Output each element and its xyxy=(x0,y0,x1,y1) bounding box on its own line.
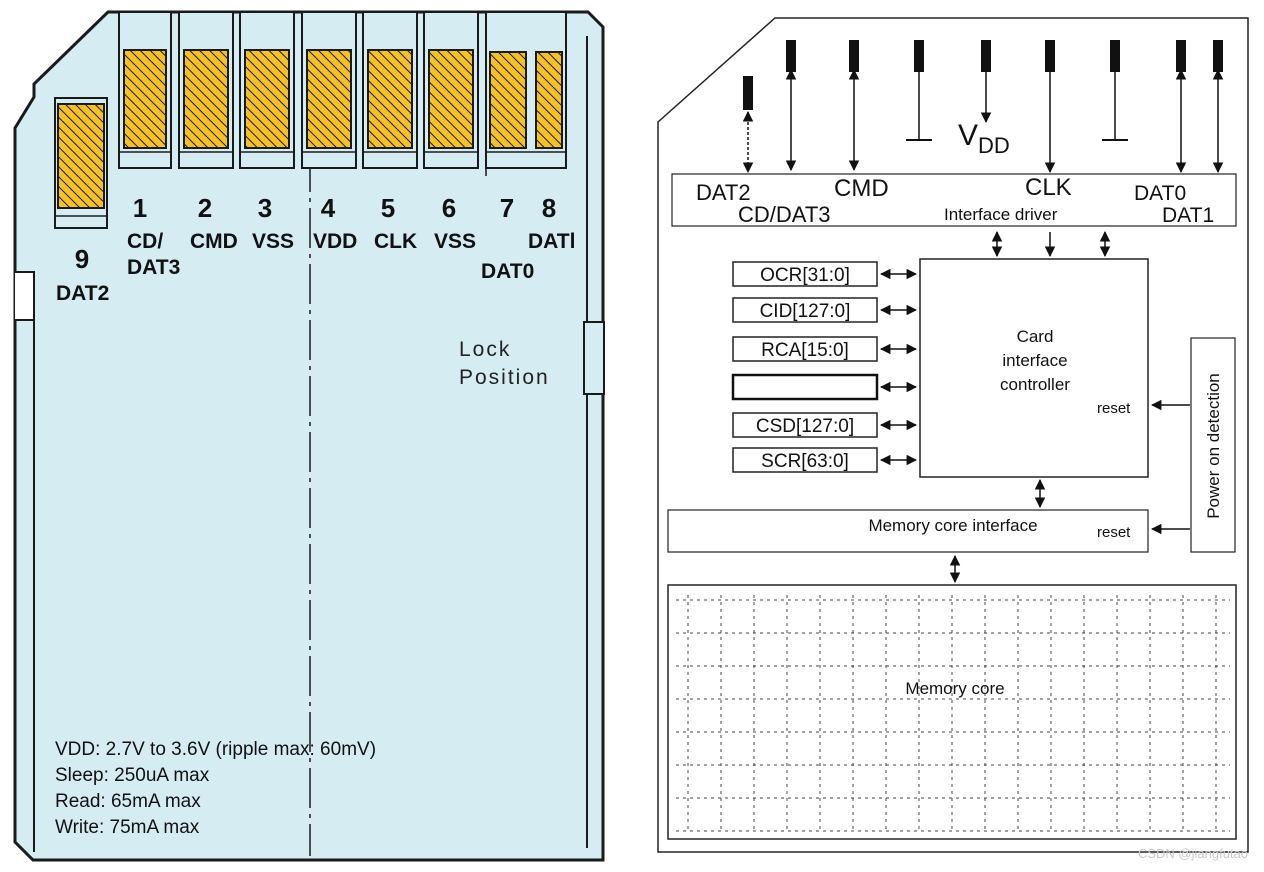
sd-card-outline xyxy=(13,10,605,862)
pin-stub-dat1 xyxy=(1213,40,1223,72)
register-scr: SCR[63:0] xyxy=(761,451,849,472)
pin-stub-vss-1 xyxy=(914,40,924,72)
card-interface-controller-box xyxy=(919,258,1149,478)
pin-stub-cd-dat3 xyxy=(786,40,796,72)
pin-stub-clk xyxy=(1045,40,1055,72)
register-rca: RCA[15:0] xyxy=(761,340,849,361)
controller-label-line3: controller xyxy=(1000,375,1070,394)
pin-stub-vss-2 xyxy=(1110,40,1120,72)
contact-2 xyxy=(178,11,234,169)
lock-position-label: Lock Position xyxy=(459,338,550,389)
register-ocr-box xyxy=(732,261,878,287)
top-pins xyxy=(742,40,1224,174)
register-arrows xyxy=(879,268,918,466)
pin-name-dat3: DAT3 xyxy=(127,256,180,279)
pin-name-dat2: DAT2 xyxy=(56,282,109,305)
spec-write: Write: 75mA max xyxy=(55,817,200,838)
contact-1 xyxy=(118,11,172,169)
register-csd-box xyxy=(732,412,878,438)
memory-interface-reset-label: reset xyxy=(1097,524,1131,541)
pin-name-dat1: DATl xyxy=(528,230,575,253)
pin-number-8: 8 xyxy=(542,193,556,223)
signal-label-cd-dat3: CD/DAT3 xyxy=(738,202,831,227)
controller-label-line2: interface xyxy=(1002,351,1067,370)
controller-label-line1: Card xyxy=(1017,327,1054,346)
contact-6 xyxy=(423,11,479,169)
driver-controller-arrows xyxy=(991,230,1111,258)
vdd-label: VDD xyxy=(958,119,1010,158)
memory-core-grid xyxy=(676,595,1230,832)
pin-numbers: 1 2 3 4 5 6 7 8 9 xyxy=(75,193,556,274)
pin-number-2: 2 xyxy=(198,193,212,223)
pin-names: CD/ DAT3 CMD VSS VDD CLK VSS DAT0 DATl D… xyxy=(56,230,575,305)
register-cid: CID[127:0] xyxy=(760,301,851,322)
interface-driver-box xyxy=(671,173,1237,227)
pin-number-5: 5 xyxy=(381,193,395,223)
pin-name-vss-2: VSS xyxy=(434,230,476,253)
pin-name-cd: CD/ xyxy=(127,230,163,253)
pin-name-dat0: DAT0 xyxy=(481,260,534,283)
spec-sleep: Sleep: 250uA max xyxy=(55,765,210,786)
pin-name-vdd: VDD xyxy=(313,230,357,253)
register-csd: CSD[127:0] xyxy=(756,416,854,437)
contact-5 xyxy=(362,11,418,169)
block-diagram: VDD DAT2 CD/DAT3 CMD CLK DAT0 DAT1 Inter… xyxy=(657,17,1249,853)
pin-number-9: 9 xyxy=(75,244,89,274)
memory-core-interface-label: Memory core interface xyxy=(868,516,1037,535)
lock-label-line1: Lock xyxy=(459,338,511,361)
register-blank-box xyxy=(731,373,879,401)
pin-number-3: 3 xyxy=(258,193,272,223)
register-scr-box xyxy=(732,447,878,473)
signal-label-clk: CLK xyxy=(1025,174,1072,201)
reset-arrows xyxy=(1150,399,1190,535)
electrical-specs: VDD: 2.7V to 3.6V (ripple max: 60mV) Sle… xyxy=(55,739,376,838)
pin-contacts xyxy=(54,11,567,229)
pin-stub-vdd xyxy=(981,40,991,72)
contact-3 xyxy=(239,11,295,169)
memory-core-interface-box xyxy=(667,509,1149,553)
pin-stub-dat2 xyxy=(743,76,753,110)
power-on-detection-label: Power on detection xyxy=(1204,373,1223,519)
pin-number-7: 7 xyxy=(500,193,514,223)
spec-read: Read: 65mA max xyxy=(55,791,201,812)
register-rca-box xyxy=(732,336,878,362)
contact-9 xyxy=(54,97,108,229)
signal-label-dat0: DAT0 xyxy=(1134,182,1186,205)
signal-label-dat2: DAT2 xyxy=(696,180,751,205)
signal-label-cmd: CMD xyxy=(834,175,889,202)
pin-number-1: 1 xyxy=(133,193,147,223)
register-ocr: OCR[31:0] xyxy=(760,265,850,286)
contact-7-8 xyxy=(485,11,567,169)
signal-label-dat1: DAT1 xyxy=(1162,204,1214,227)
watermark: CSDN @jiangfutao xyxy=(1138,846,1248,861)
pin-number-4: 4 xyxy=(321,193,336,223)
pin-name-clk: CLK xyxy=(374,230,417,253)
pin-number-6: 6 xyxy=(442,193,456,223)
registers: OCR[31:0] CID[127:0] RCA[15:0] CSD[127:0… xyxy=(731,261,879,473)
pin-stub-dat0 xyxy=(1176,40,1186,72)
spec-vdd: VDD: 2.7V to 3.6V (ripple max: 60mV) xyxy=(55,739,376,760)
register-cid-box xyxy=(732,297,878,323)
controller-reset-label: reset xyxy=(1097,400,1131,417)
pin-name-cmd: CMD xyxy=(190,230,238,253)
power-on-detection-box xyxy=(1190,337,1236,553)
memory-core-box xyxy=(667,584,1237,840)
interface-driver-label: Interface driver xyxy=(944,205,1058,224)
pin-name-vss-1: VSS xyxy=(252,230,294,253)
memory-core-label: Memory core xyxy=(905,679,1004,698)
lock-label-line2: Position xyxy=(459,366,550,389)
pin-stub-cmd xyxy=(849,40,859,72)
contact-4 xyxy=(301,11,357,169)
